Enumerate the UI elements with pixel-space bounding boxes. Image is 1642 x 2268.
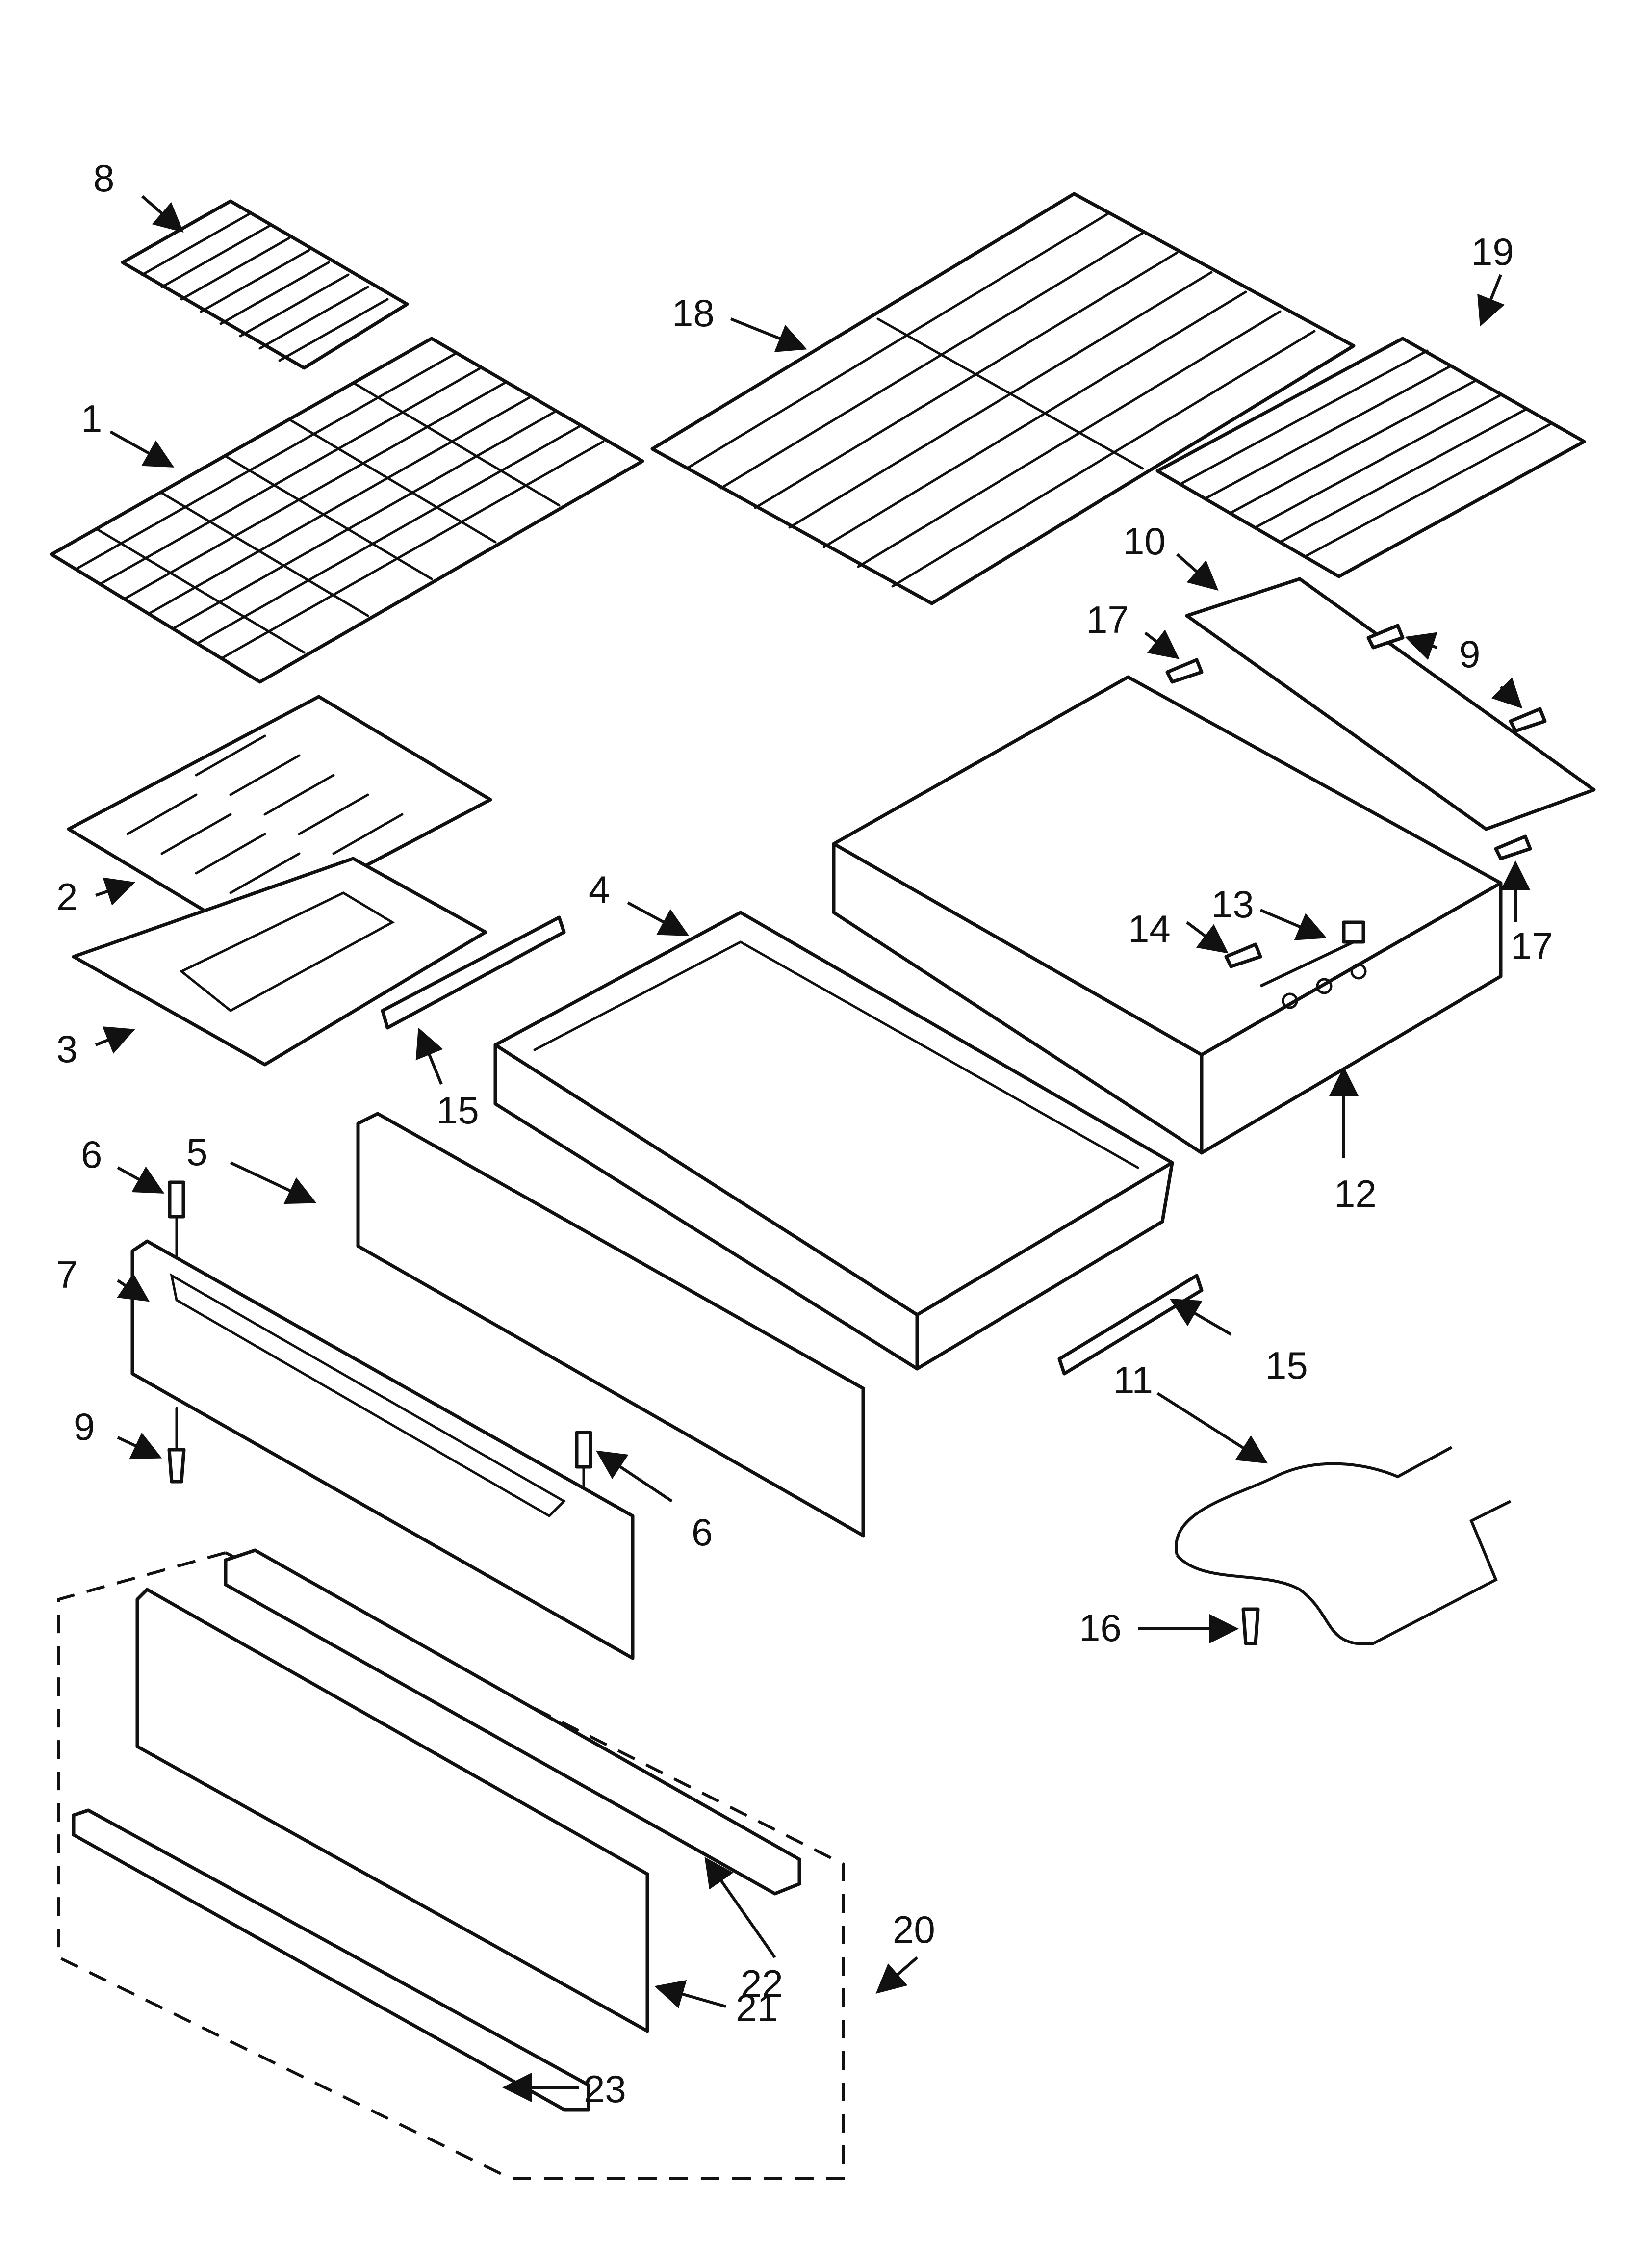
- callout-11: 11: [1113, 1358, 1153, 1402]
- drawer-body-part-4: [493, 911, 1174, 1371]
- callout-17-top: 17: [1086, 598, 1129, 641]
- callout-9-left: 9: [74, 1405, 95, 1448]
- drawer-front-part-7: [130, 1239, 635, 1660]
- oven-rack-part-18: [650, 192, 1356, 605]
- leader-lines: [95, 195, 1530, 2102]
- screw-part-9-left: [167, 1407, 186, 1484]
- callout-14: 14: [1128, 907, 1171, 950]
- screw-part-6-right: [575, 1431, 592, 1488]
- callout-7: 7: [56, 1253, 77, 1296]
- callout-labels: 8 1 18 19 2 3 4 5 6 7 15 9 6 10 17 9 13 …: [56, 156, 1553, 2111]
- callout-4: 4: [589, 868, 610, 911]
- panel-part-21: [135, 1588, 649, 2033]
- callout-21: 21: [736, 1986, 778, 2030]
- callout-2: 2: [56, 875, 77, 918]
- drawer-slide-part-15-lower: [1057, 1274, 1204, 1376]
- callout-19: 19: [1471, 230, 1514, 273]
- callout-12: 12: [1334, 1172, 1377, 1215]
- callout-16: 16: [1079, 1606, 1122, 1649]
- callout-1: 1: [81, 397, 102, 440]
- callout-6-right: 6: [692, 1511, 713, 1554]
- broiler-grid-part-2: [67, 695, 492, 934]
- rack-part-19: [1155, 337, 1586, 578]
- rear-panel-part-10: [1185, 577, 1596, 831]
- callout-9-right: 9: [1459, 632, 1480, 676]
- assembly-outline-part-20: [57, 1551, 845, 2180]
- screw-part-17-bottom: [1494, 834, 1532, 860]
- screw-part-14: [1224, 942, 1262, 968]
- small-shelf-part-8: [121, 199, 409, 370]
- trim-part-23: [72, 1808, 590, 2112]
- callout-6-top: 6: [81, 1133, 102, 1176]
- callout-15-lower: 15: [1265, 1344, 1308, 1387]
- callout-22: 22: [741, 1962, 783, 2005]
- callout-5: 5: [186, 1130, 207, 1173]
- screw-part-16: [1241, 1607, 1260, 1645]
- screw-part-9-right-bottom: [1509, 707, 1547, 733]
- oven-rack-part-1: [50, 337, 644, 684]
- screw-part-17-top: [1165, 658, 1204, 684]
- drawer-slide-part-15-upper: [381, 915, 566, 1030]
- heating-element-part-11: [1175, 1446, 1512, 1645]
- rail-part-22: [224, 1548, 801, 1896]
- callout-18: 18: [672, 291, 715, 335]
- callout-13: 13: [1211, 883, 1254, 926]
- screw-part-6-top: [168, 1180, 185, 1257]
- drawer-housing-part-12: [832, 675, 1503, 1155]
- callout-3: 3: [56, 1027, 77, 1070]
- callout-17-bottom: 17: [1511, 924, 1553, 967]
- sensor-part-13: [1259, 920, 1365, 988]
- callout-23: 23: [584, 2067, 626, 2111]
- callout-10: 10: [1123, 520, 1166, 563]
- callout-15-upper: 15: [436, 1089, 479, 1132]
- screw-part-9-right-top: [1366, 624, 1405, 650]
- callout-8: 8: [93, 156, 114, 200]
- drawer-front-part-5: [356, 1112, 865, 1538]
- callout-20: 20: [893, 1908, 935, 1951]
- broiler-pan-part-3: [72, 857, 487, 1067]
